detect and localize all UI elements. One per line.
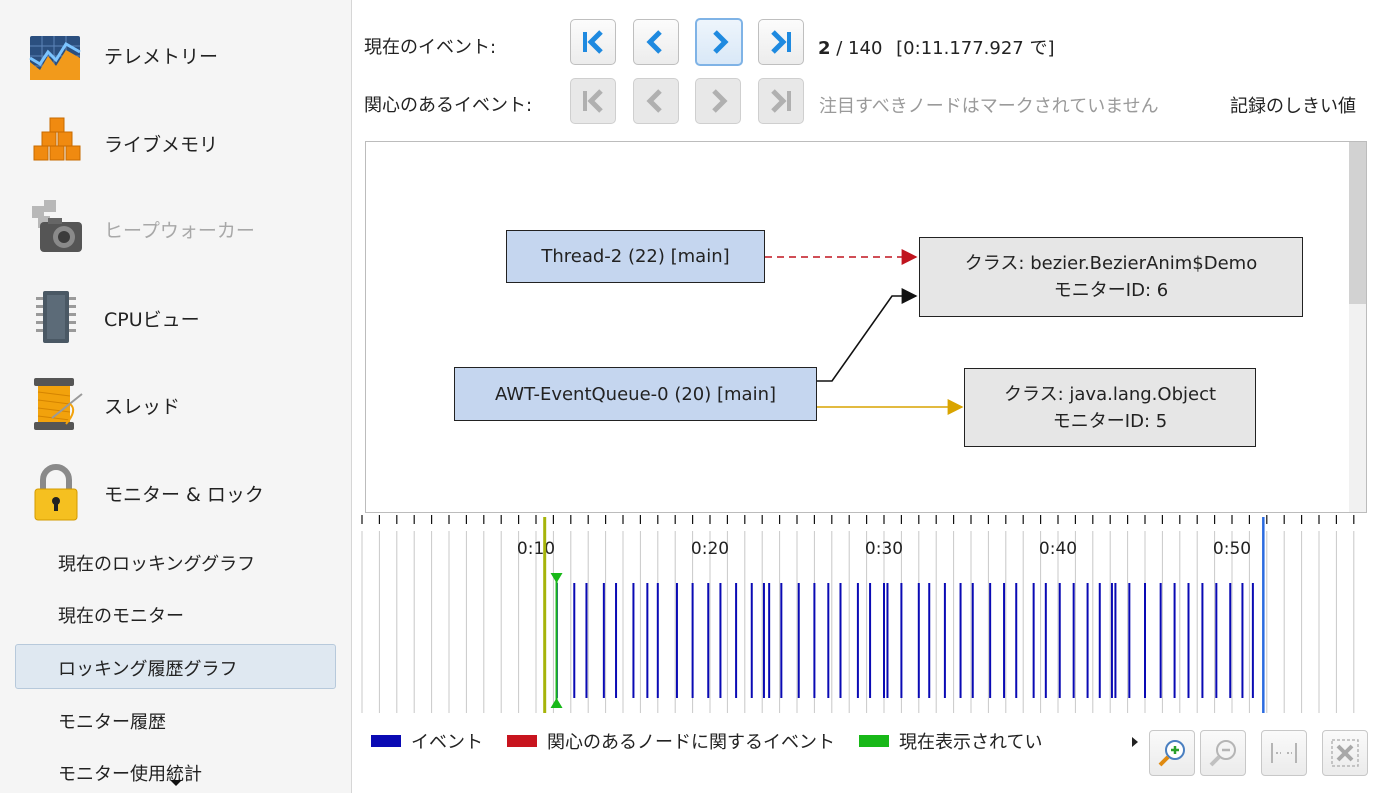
event-time: [0:11.177.927 で]: [896, 38, 1055, 59]
chevron-left-icon: [646, 30, 662, 54]
monitor-class-label: クラス: bezier.BezierAnim$Demo: [964, 253, 1258, 274]
recording-threshold-label[interactable]: 記録のしきい値: [1230, 96, 1356, 117]
monitor-id-label: モニターID: 5: [1052, 410, 1168, 432]
sidebar-item-threads[interactable]: スレッド: [0, 364, 351, 444]
legend: イベント 関心のあるノードに関するイベント 現在表示されてい: [371, 728, 1066, 754]
last-icon: [771, 30, 791, 54]
subitem-monitor-history[interactable]: モニター履歴: [58, 712, 166, 733]
legend-overflow-arrow-icon[interactable]: [1132, 737, 1138, 747]
sidebar-item-label: ヒープウォーカー: [104, 220, 255, 242]
owning-edge: [817, 288, 918, 382]
zoom-in-icon: [1158, 740, 1185, 767]
previous-interest-event-button[interactable]: [633, 78, 679, 124]
chevron-left-icon: [646, 89, 662, 113]
thread-spool-icon: [34, 378, 83, 430]
main-panel: 現在のイベント: 2 / 140 [0:11.177.927 で] 関心のあるイ…: [353, 0, 1379, 793]
legend-swatch-current: [859, 735, 889, 747]
timeline-label: 0:40: [1039, 539, 1077, 559]
thread-node-label: AWT-EventQueue-0 (20) [main]: [494, 383, 777, 405]
locking-graph[interactable]: Thread-2 (22) [main] AWT-EventQueue-0 (2…: [365, 141, 1367, 513]
legend-interest-event: 関心のあるノードに関するイベント: [507, 728, 835, 754]
monitor-id-label: モニターID: 6: [1053, 280, 1169, 301]
sidebar-item-monitors-locks[interactable]: モニター & ロック: [0, 452, 351, 532]
no-marked-nodes-text: 注目すべきノードはマークされていません: [819, 96, 1159, 117]
subitem-current-monitors[interactable]: 現在のモニター: [58, 606, 184, 627]
live-memory-blocks-icon: [33, 117, 81, 161]
legend-label: 関心のあるノードに関するイベント: [547, 732, 835, 753]
padlock-icon: [34, 464, 78, 521]
subitem-current-locking-graph[interactable]: 現在のロッキンググラフ: [58, 554, 256, 575]
subitem-monitor-usage-statistics[interactable]: モニター使用統計: [58, 764, 202, 785]
legend-event: イベント: [371, 728, 483, 754]
next-event-button[interactable]: [695, 18, 743, 66]
event-counter: 2 / 140 [0:11.177.927 で]: [818, 34, 1055, 60]
zoom-in-button[interactable]: [1149, 730, 1195, 776]
sidebar-item-label: CPUビュー: [104, 309, 200, 331]
first-icon: [583, 89, 603, 113]
current-marker-top-triangle: [550, 573, 563, 583]
monitor-node[interactable]: クラス: bezier.BezierAnim$Demo モニターID: 6: [919, 237, 1303, 317]
sidebar-item-label: スレッド: [104, 396, 181, 418]
current-event-label: 現在のイベント:: [364, 37, 497, 58]
legend-current-shown: 現在表示されてい: [859, 728, 1042, 754]
timeline-label: 0:30: [865, 539, 903, 559]
legend-label: イベント: [411, 732, 483, 753]
next-interest-event-button[interactable]: [695, 78, 741, 124]
timeline-label: 0:10: [517, 539, 555, 559]
chevron-right-icon: [712, 89, 728, 113]
first-event-button[interactable]: [570, 19, 616, 65]
first-icon: [583, 30, 603, 54]
current-marker-bottom-triangle: [550, 698, 563, 708]
subitem-locking-history-graph[interactable]: ロッキング履歴グラフ: [58, 659, 238, 680]
clear-selection-button[interactable]: [1322, 730, 1368, 776]
legend-label: 現在表示されてい: [899, 732, 1043, 753]
zoom-out-button[interactable]: [1200, 730, 1246, 776]
event-total: / 140: [836, 38, 883, 59]
thread-node[interactable]: Thread-2 (22) [main]: [506, 230, 765, 283]
sidebar-item-telemetry[interactable]: テレメトリー: [0, 14, 351, 94]
last-interest-event-button[interactable]: [758, 78, 804, 124]
monitor-node[interactable]: クラス: java.lang.Object モニターID: 5: [964, 368, 1256, 447]
sidebar-item-heap-walker[interactable]: ヒープウォーカー: [0, 188, 351, 268]
telemetry-chart-icon: [29, 36, 81, 80]
thread-node[interactable]: AWT-EventQueue-0 (20) [main]: [454, 367, 817, 421]
sidebar-item-label: ライブメモリ: [104, 134, 219, 156]
vertical-scrollbar[interactable]: [1349, 142, 1366, 512]
event-index: 2: [818, 38, 831, 59]
zoom-out-icon: [1209, 740, 1236, 767]
sidebar-item-label: モニター & ロック: [104, 484, 264, 506]
thread-node-label: Thread-2 (22) [main]: [541, 246, 730, 267]
chevron-right-icon: [713, 30, 729, 54]
cpu-chip-icon: [36, 291, 76, 343]
selected-item-highlight: [15, 644, 336, 689]
monitor-class-label: クラス: java.lang.Object: [1003, 383, 1217, 405]
legend-swatch-interest: [507, 735, 537, 747]
scroll-down-arrow-icon[interactable]: [170, 780, 182, 786]
heap-walker-camera-icon: [32, 200, 82, 252]
interest-event-label: 関心のあるイベント:: [364, 95, 533, 116]
sidebar-item-cpu-views[interactable]: CPUビュー: [0, 277, 351, 357]
last-icon: [771, 89, 791, 113]
last-event-button[interactable]: [758, 19, 804, 65]
sidebar-item-label: テレメトリー: [104, 46, 219, 68]
fit-width-icon: [1271, 743, 1297, 763]
graph-edges: [765, 249, 964, 415]
timeline-label: 0:20: [691, 539, 729, 559]
previous-event-button[interactable]: [633, 19, 679, 65]
first-interest-event-button[interactable]: [570, 78, 616, 124]
event-timeline[interactable]: 0:10 0:20 0:30 0:40 0:50: [361, 513, 1369, 713]
scrollbar-thumb[interactable]: [1349, 142, 1366, 304]
fit-width-button[interactable]: [1261, 730, 1307, 776]
timeline-label: 0:50: [1213, 539, 1251, 559]
close-icon: [1331, 739, 1359, 767]
sidebar: テレメトリー ライブメモリ ヒープウォーカー: [0, 0, 352, 793]
legend-swatch-event: [371, 735, 401, 747]
sidebar-item-live-memory[interactable]: ライブメモリ: [0, 102, 351, 182]
